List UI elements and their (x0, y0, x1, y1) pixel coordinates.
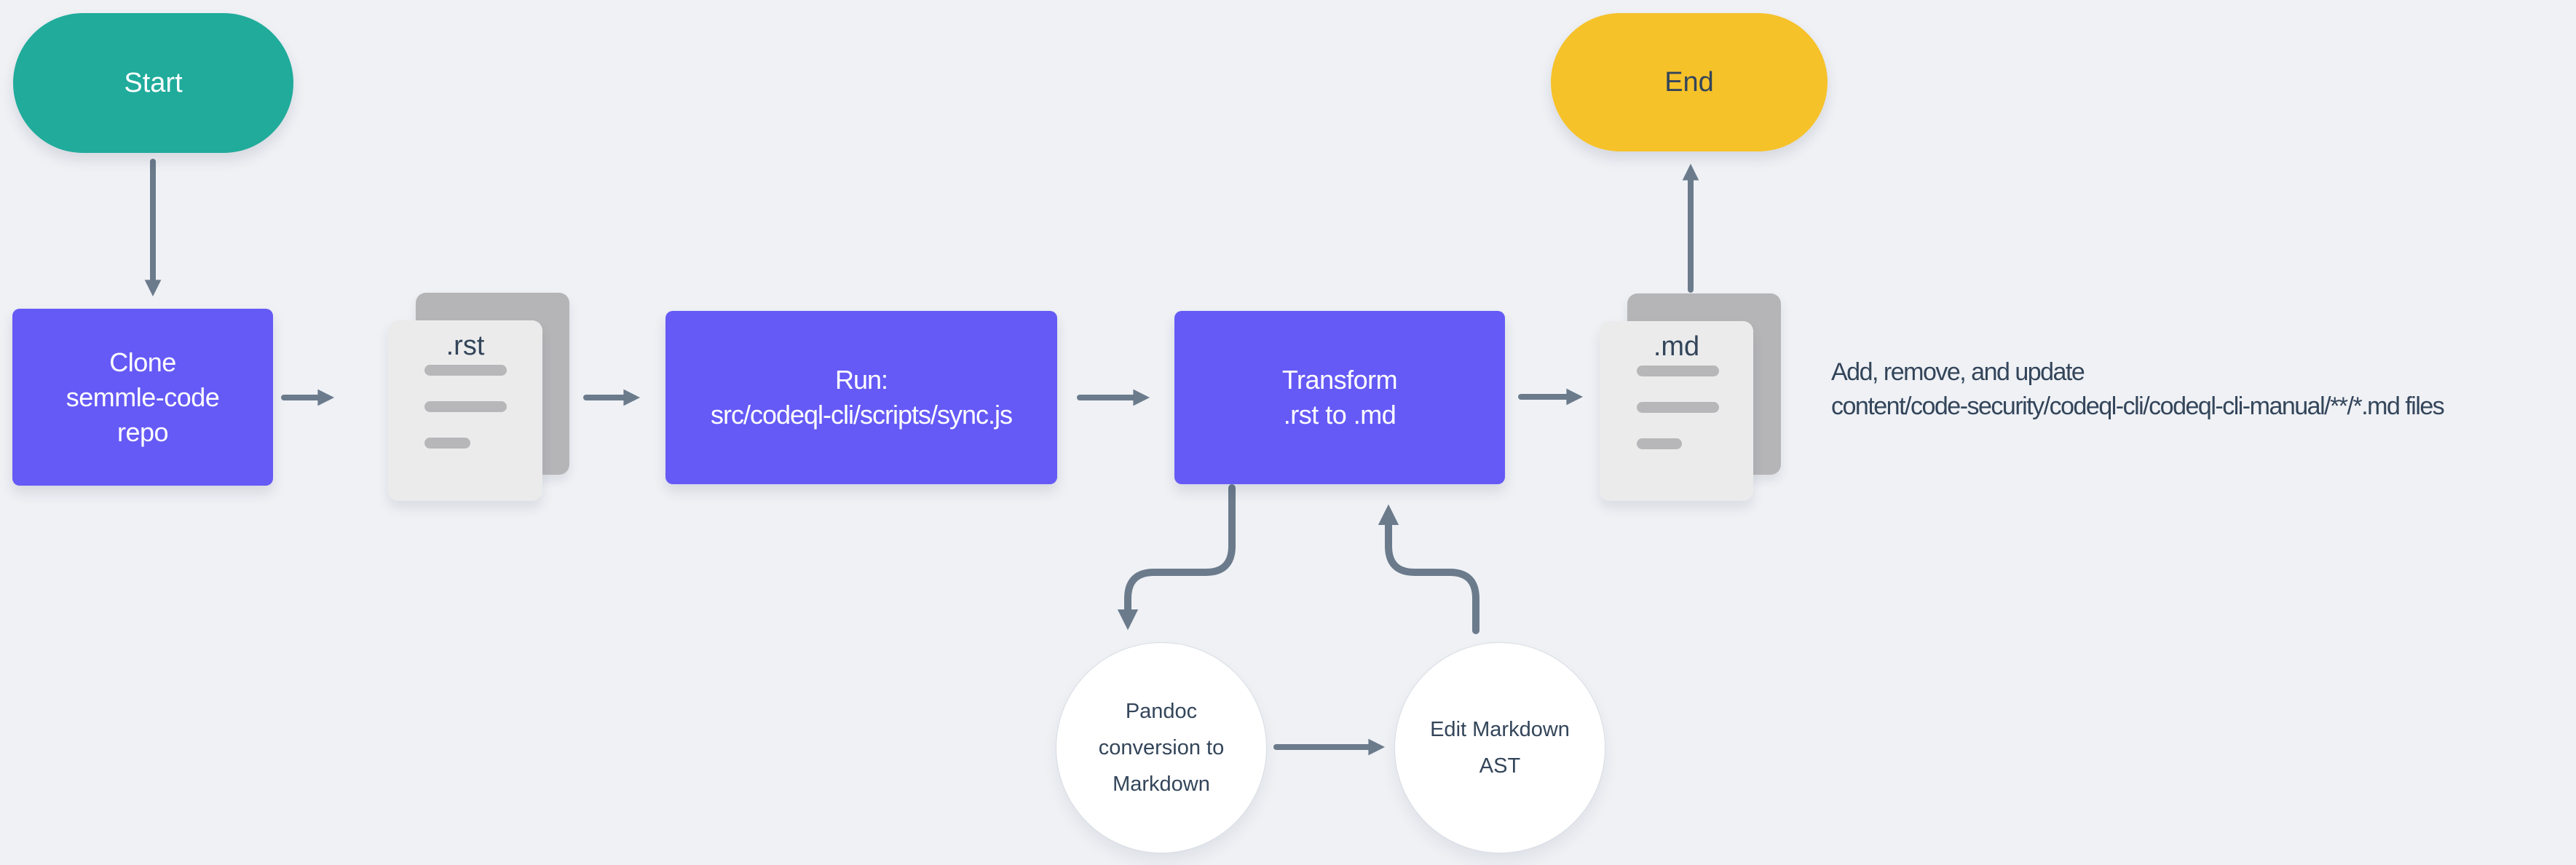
rst-doc-text-bar (424, 438, 470, 449)
run-label-line1: Run: (834, 365, 888, 395)
end-node: End (1551, 13, 1828, 151)
edit-ast-label-line1: Edit Markdown (1430, 718, 1570, 741)
clone-repo-node: Clone semmle-code repo (12, 309, 273, 486)
annotation-line2: content/code-security/codeql-cli/codeql-… (1831, 392, 2445, 420)
start-label: Start (124, 67, 183, 98)
transform-label-line2: .rst to .md (1283, 400, 1396, 430)
md-doc-text-bar (1637, 402, 1719, 413)
run-label-line2: src/codeql-cli/scripts/sync.js (710, 400, 1013, 430)
md-doc-text-bar (1637, 438, 1682, 449)
start-node: Start (13, 13, 293, 153)
transform-node: Transform .rst to .md (1174, 311, 1505, 484)
edit-markdown-ast-node: Edit Markdown AST (1394, 642, 1605, 853)
clone-label-line3: repo (116, 416, 169, 447)
md-doc-label: .md (1653, 331, 1700, 362)
transform-label-line1: Transform (1281, 365, 1398, 395)
pandoc-label-line3: Markdown (1113, 773, 1210, 796)
connector-edit-ast-to-transform (1378, 504, 1479, 634)
clone-label-line2: semmle-code (66, 382, 220, 412)
connector-transform-to-pandoc (1117, 484, 1236, 631)
pandoc-conversion-node: Pandoc conversion to Markdown (1056, 642, 1267, 853)
clone-label-line1: Clone (109, 347, 176, 377)
annotation-line1: Add, remove, and update (1831, 358, 2085, 386)
annotation-text: Add, remove, and update content/code-sec… (1831, 355, 2445, 424)
edit-ast-label-line2: AST (1479, 754, 1521, 778)
end-label: End (1664, 66, 1714, 98)
run-sync-script-node: Run: src/codeql-cli/scripts/sync.js (665, 311, 1057, 484)
md-doc-text-bar (1637, 366, 1719, 376)
pandoc-label-line2: conversion to (1098, 736, 1225, 759)
rst-doc-text-bar (424, 365, 507, 376)
md-doc-front-page: .md (1600, 321, 1753, 501)
pandoc-label-line1: Pandoc (1125, 700, 1198, 723)
rst-doc-label: .rst (446, 331, 485, 361)
rst-doc-front-page: .rst (388, 320, 542, 501)
rst-doc-text-bar (424, 401, 507, 412)
